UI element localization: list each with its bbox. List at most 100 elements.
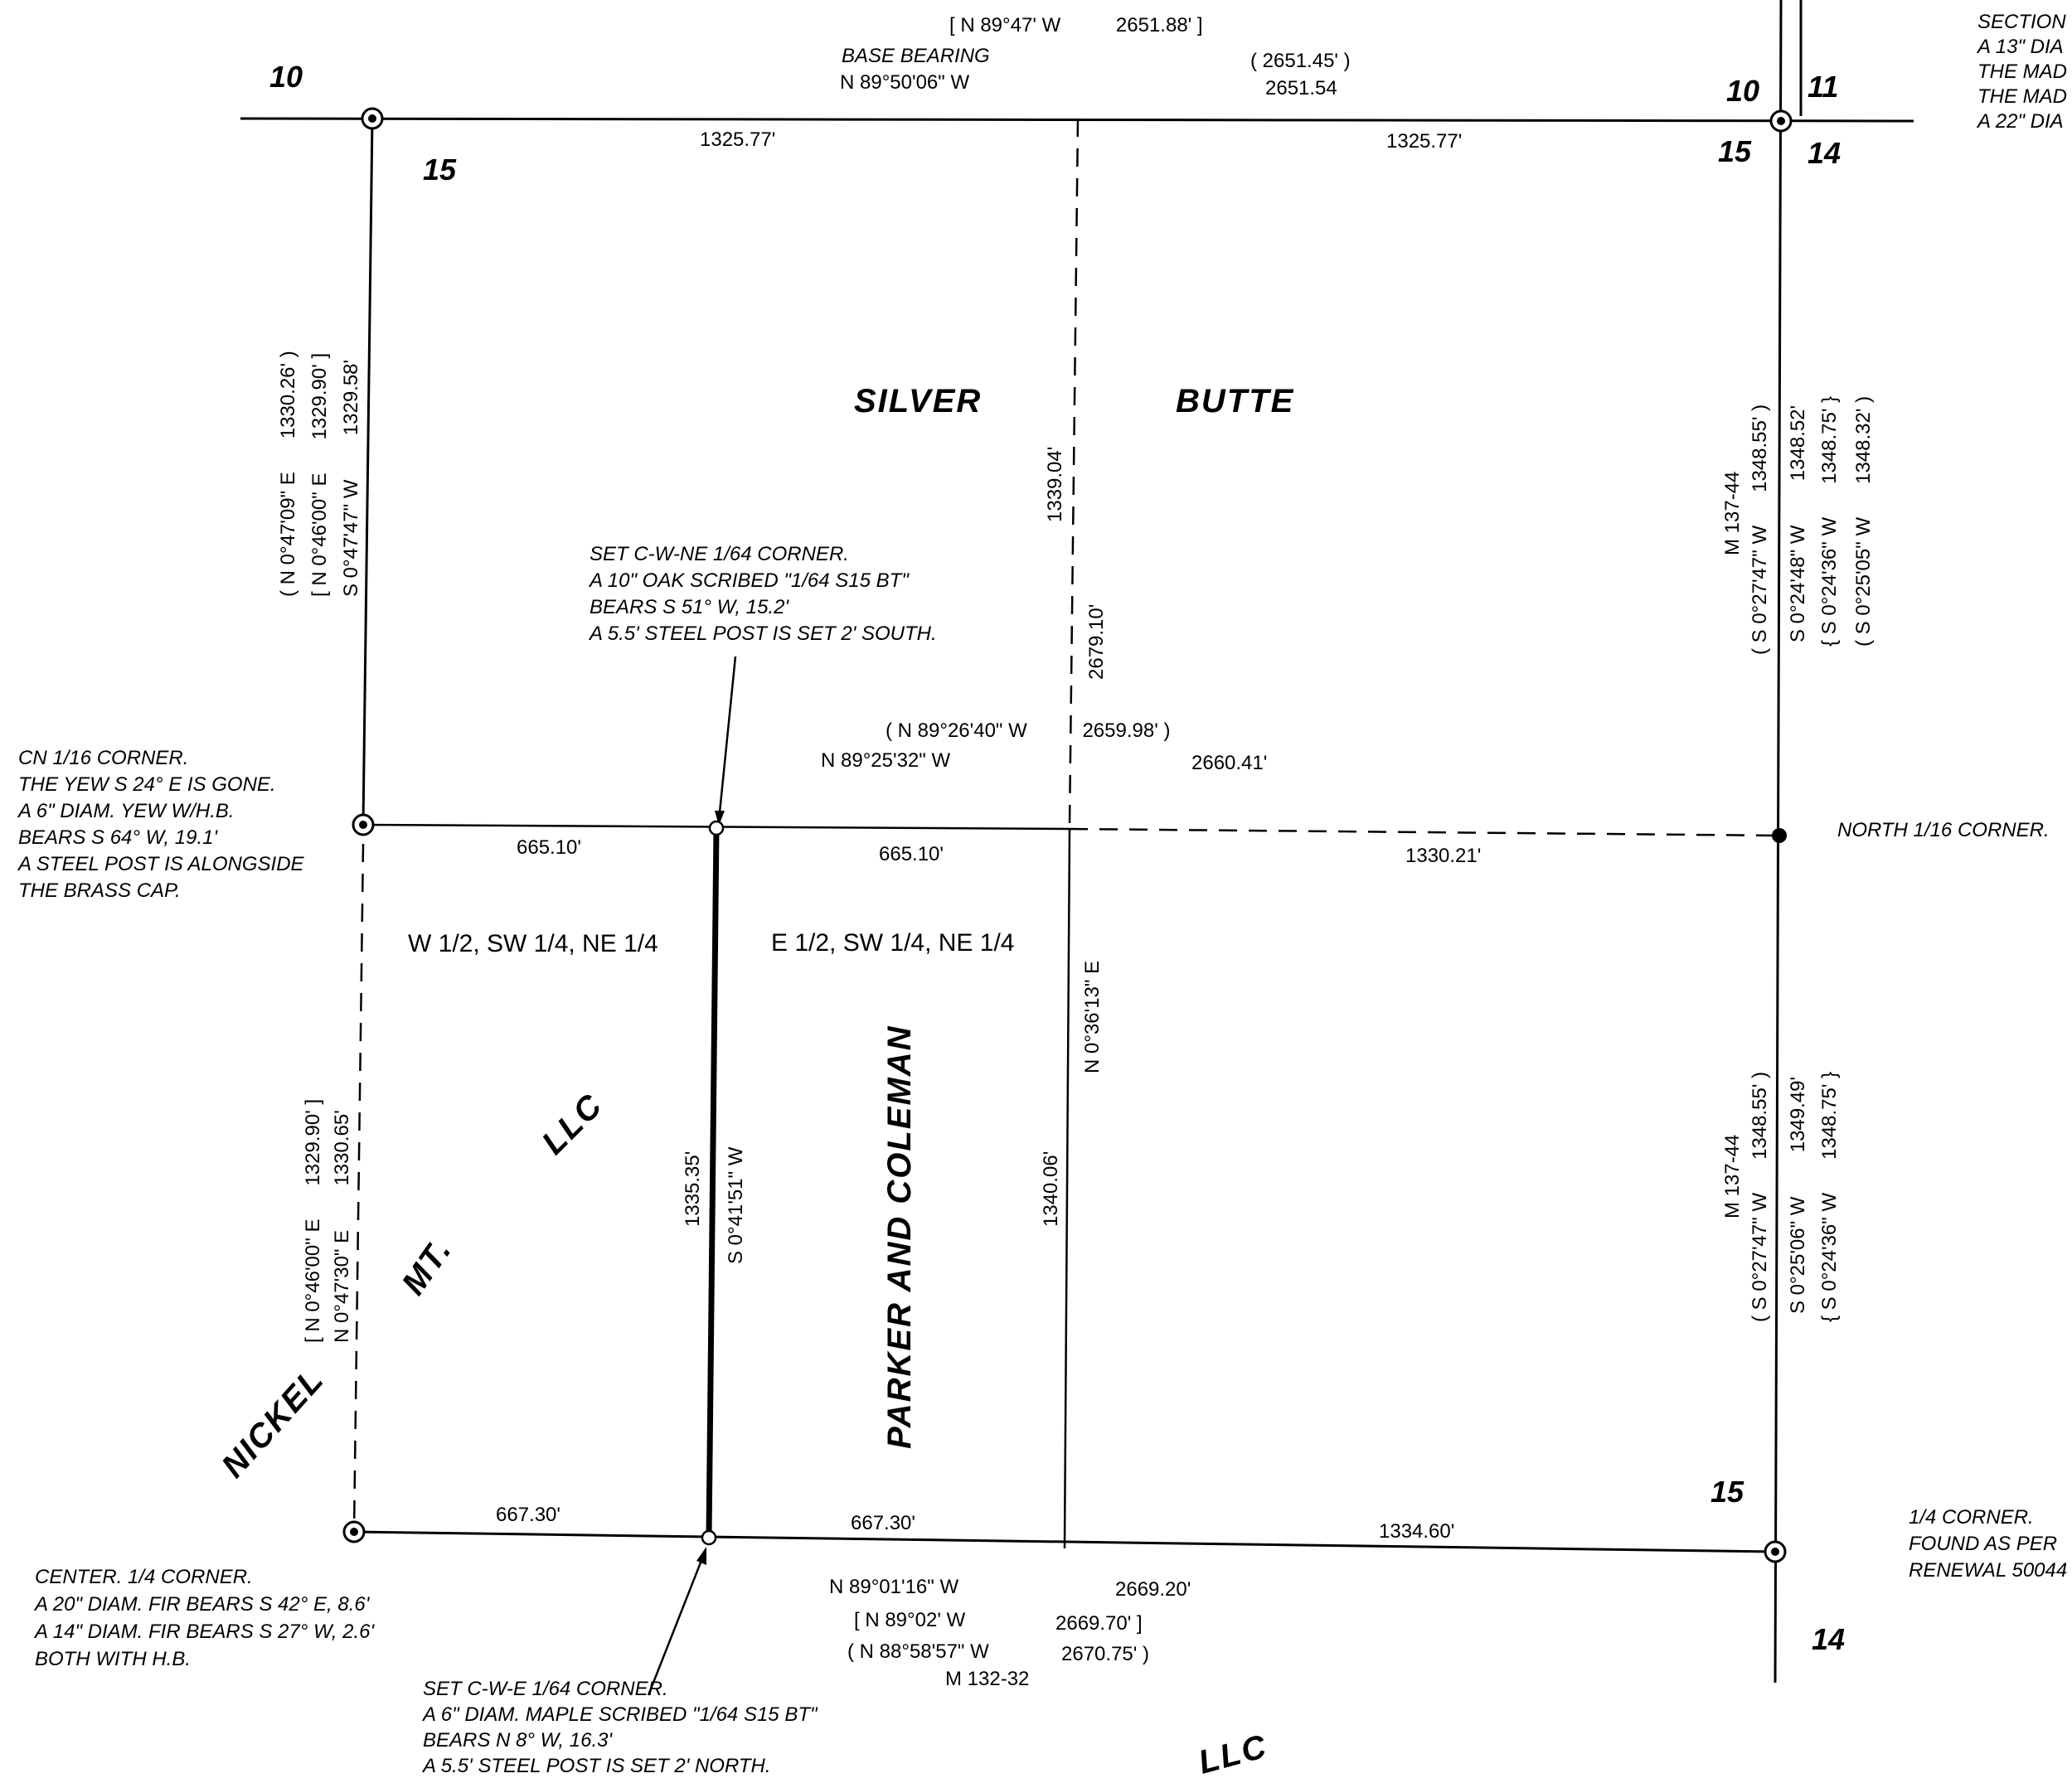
note-cn-line-3: A 6" DIAM. YEW W/H.B.	[17, 800, 235, 822]
owner-parker-and-coleman: PARKER AND COLEMAN	[881, 1025, 918, 1449]
east-line-south-record-2: { S 0°24'36" W 1348.75' }	[1818, 1072, 1841, 1322]
note-center-line-1: CENTER. 1/4 CORNER.	[35, 1566, 253, 1588]
north-line-record-paren: ( 2651.45' )	[1250, 50, 1351, 72]
note-set-cwne-line-2: A 10" OAK SCRIBED "1/64 S15 BT"	[588, 569, 910, 592]
sixteenth-line-bearing: N 89°25'32" W	[821, 749, 950, 772]
east-line-south-m-ref: M 137-44	[1721, 1135, 1744, 1219]
leader-cwe	[647, 1558, 704, 1696]
note-set-cwne-line-4: A 5.5' STEEL POST IS SET 2' SOUTH.	[588, 623, 937, 645]
parcel-west-label: W 1/2, SW 1/4, NE 1/4	[408, 930, 658, 957]
note-quarter-corner: 1/4 CORNER. FOUND AS PER RENEWAL 50044	[1909, 1506, 2067, 1582]
south-line-east-half: 1334.60'	[1379, 1520, 1454, 1543]
note-center-line-4: BOTH WITH H.B.	[35, 1648, 191, 1670]
note-set-cwe-line-4: A 5.5' STEEL POST IS SET 2' NORTH.	[421, 1755, 771, 1777]
note-set-cwne-line-3: BEARS S 51° W, 15.2'	[590, 596, 789, 618]
south-line-west-segment: 667.30'	[496, 1504, 560, 1526]
north-line-bearing: N 89°50'06" W	[840, 71, 969, 94]
owner-silver: SILVER	[854, 383, 982, 419]
sixteenth-line-east	[1069, 827, 1780, 837]
note-set-cwne-line-1: SET C-W-NE 1/64 CORNER.	[590, 543, 849, 565]
sixteenth-line-record: ( N 89°26'40" W 2659.98' )	[886, 719, 1170, 742]
section-number-ne-14: 14	[1808, 136, 1841, 170]
monument-cn-sixteenth-corner	[352, 813, 375, 836]
west-line-south-record-2: N 0°47'30" E 1330.65'	[331, 1110, 353, 1343]
east-line-south-measured: S 0°25'06" W 1349.49'	[1787, 1077, 1809, 1314]
west-line-south	[352, 843, 365, 1533]
east-line-north-measured: S 0°24'48" W 1348.52'	[1787, 405, 1809, 642]
section-number-nw-10: 10	[269, 60, 303, 94]
note-north-sixteenth-corner: NORTH 1/16 CORNER.	[1837, 819, 2050, 841]
base-bearing-label: BASE BEARING	[842, 45, 990, 67]
south-line-bearing: N 89°01'16" W	[829, 1576, 958, 1598]
sixteenth-line-distance: 2660.41'	[1191, 752, 1267, 774]
monument-quarter-corner-east	[1764, 1540, 1787, 1563]
south-line-record-paren: ( N 88°58'57" W	[847, 1640, 989, 1663]
sixty-fourth-line	[706, 827, 720, 1538]
south-line-m-ref: M 132-32	[945, 1668, 1029, 1690]
note-section-line-5: A 22" DIA	[1976, 110, 2064, 133]
section-number-ne-15: 15	[1718, 134, 1752, 168]
section-number-ne-11: 11	[1808, 70, 1838, 104]
parcel-east-label: E 1/2, SW 1/4, NE 1/4	[771, 929, 1014, 957]
note-cn-line-4: BEARS S 64° W, 19.1'	[18, 826, 218, 849]
south-line-record-paren-distance: 2670.75' )	[1061, 1643, 1149, 1665]
section-number-se-14: 14	[1812, 1622, 1845, 1656]
sixty-fourth-line-distance: 1335.35'	[682, 1151, 704, 1227]
note-set-cwe-line-3: BEARS N 8° W, 16.3'	[423, 1729, 613, 1752]
east-line-south-record-1: ( S 0°27'47" W 1348.55' )	[1749, 1072, 1771, 1322]
note-quarter-line-1: 1/4 CORNER.	[1909, 1506, 2034, 1529]
center-line-south	[1063, 828, 1071, 1549]
arrow-cwe-icon	[696, 1547, 706, 1565]
section-number-nw-15: 15	[423, 153, 457, 187]
note-section-line-1: SECTION	[1977, 11, 2066, 33]
leader-cwne	[718, 656, 737, 813]
note-cn-line-5: A STEEL POST IS ALONGSIDE	[17, 853, 305, 875]
west-line-south-record-1: [ N 0°46'00" E 1329.90' ]	[302, 1099, 324, 1343]
note-set-cwne-corner: SET C-W-NE 1/64 CORNER. A 10" OAK SCRIBE…	[588, 543, 937, 645]
note-quarter-line-3: RENEWAL 50044	[1909, 1559, 2067, 1582]
note-section-line-3: THE MAD	[1977, 61, 2067, 83]
note-center-line-2: A 20" DIAM. FIR BEARS S 42° E, 8.6'	[33, 1593, 371, 1616]
monument-nw-section-corner	[361, 107, 384, 130]
owner-butte: BUTTE	[1176, 383, 1294, 419]
owner-llc-west: LLC	[535, 1087, 609, 1161]
west-line-north	[362, 118, 374, 826]
sixteenth-line-east-half: 1330.21'	[1405, 845, 1481, 867]
east-line-north-record-3: ( S 0°25'05" W 1348.32' )	[1852, 396, 1875, 647]
west-line-north-record-1: ( N 0°47'09" E 1330.26' )	[277, 351, 299, 597]
note-center-quarter-corner: CENTER. 1/4 CORNER. A 20" DIAM. FIR BEAR…	[33, 1566, 380, 1670]
sixteenth-line-east-segment: 665.10'	[879, 843, 944, 865]
section-number-se-15: 15	[1710, 1475, 1744, 1509]
owner-mt: MT.	[395, 1232, 459, 1301]
sixteenth-line-west-segment: 665.10'	[517, 836, 581, 859]
south-line-distance: 2669.20'	[1115, 1578, 1191, 1601]
east-line-north-record-1: ( S 0°27'47" W 1348.55' )	[1749, 405, 1771, 655]
east-line-north-record-2: { S 0°24'36" W 1348.75' }	[1818, 396, 1841, 647]
note-cn-line-1: CN 1/16 CORNER.	[18, 747, 188, 769]
note-section-corner-truncated: SECTION A 13" DIA THE MAD THE MAD A 22" …	[1976, 11, 2072, 133]
west-line-north-record-2: [ N 0°46'00" E 1329.90' ]	[308, 353, 331, 597]
monument-ne-section-corner	[1769, 109, 1793, 133]
south-quarter-line	[353, 1530, 1776, 1553]
monument-center-quarter-corner	[342, 1520, 366, 1543]
sixty-fourth-line-bearing: S 0°41'51" W	[725, 1146, 747, 1264]
note-section-line-4: THE MAD	[1977, 85, 2067, 108]
center-line-south-distance: 1340.06'	[1040, 1151, 1062, 1227]
north-line-west-segment: 1325.77'	[700, 128, 775, 151]
north-line-distance: 2651.54	[1265, 77, 1337, 99]
south-line-record-bracket: [ N 89°02' W	[854, 1609, 966, 1631]
note-set-cwe-corner: SET C-W-E 1/64 CORNER. A 6" DIAM. MAPLE …	[421, 1678, 822, 1777]
note-quarter-line-2: FOUND AS PER	[1909, 1533, 2057, 1555]
note-cn-line-6: THE BRASS CAP.	[18, 879, 181, 902]
monument-set-cwe-corner	[701, 1529, 717, 1546]
note-section-line-2: A 13" DIA	[1976, 36, 2063, 58]
monument-set-cwne-corner	[708, 820, 725, 836]
east-line-north-m-ref: M 137-44	[1721, 472, 1744, 555]
center-line-south-bearing: N 0°36'13" E	[1081, 961, 1104, 1073]
north-line-record-bracket: [ N 89°47' W 2651.88' ]	[949, 14, 1203, 36]
note-cn-line-2: THE YEW S 24° E IS GONE.	[18, 773, 276, 796]
section-number-ne-10: 10	[1726, 74, 1759, 108]
center-line-north-seg1: 1339.04'	[1044, 447, 1066, 522]
north-line-east-segment: 1325.77'	[1386, 130, 1462, 153]
